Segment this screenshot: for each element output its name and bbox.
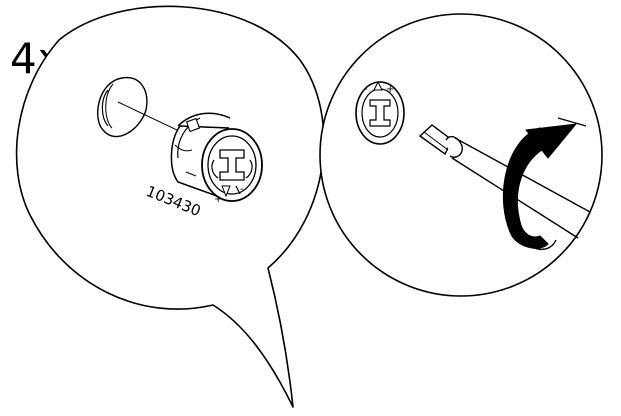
cam-mark-plus-right: +: [386, 84, 394, 95]
cam-lock-face-detail: + -: [356, 82, 404, 144]
cam-mark-plus-left: +: [214, 194, 222, 205]
cam-mark-minus-right: -: [364, 84, 368, 95]
detail-circle-right: [320, 14, 602, 296]
cam-mark-minus-left: -: [240, 184, 244, 195]
